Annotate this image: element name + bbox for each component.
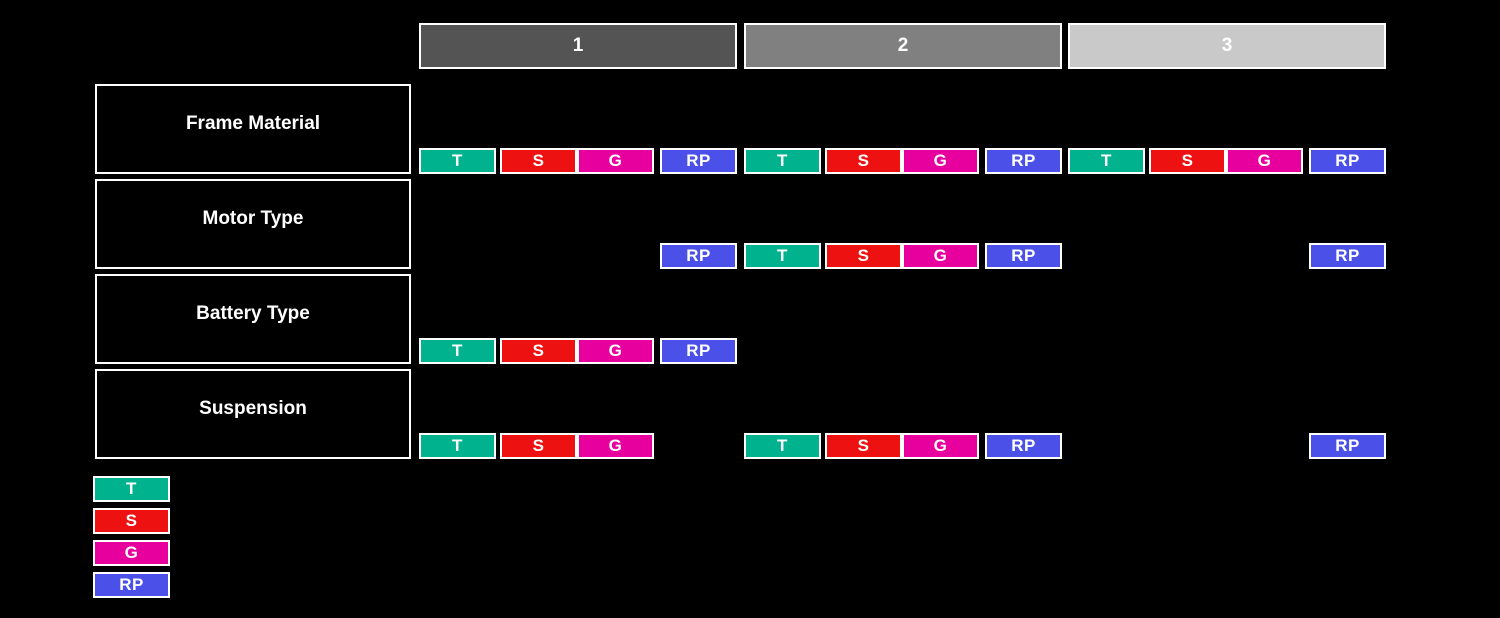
option-badge-S: S	[825, 433, 902, 459]
option-badge-G: G	[577, 433, 654, 459]
option-badge-RP: RP	[985, 433, 1062, 459]
option-badge-T: T	[744, 148, 821, 174]
option-badge-T: T	[744, 243, 821, 269]
column-header-1: 1	[419, 23, 737, 69]
option-badge-S: S	[1149, 148, 1226, 174]
option-badge-RP: RP	[1309, 148, 1386, 174]
option-badge-RP: RP	[660, 243, 737, 269]
option-badge-G: G	[1226, 148, 1303, 174]
option-badge-S: S	[500, 338, 577, 364]
option-badge-T: T	[744, 433, 821, 459]
row-label-frame-material: Frame Material	[95, 84, 411, 174]
option-badge-RP: RP	[1309, 243, 1386, 269]
row-label-battery-type: Battery Type	[95, 274, 411, 364]
option-badge-RP: RP	[985, 148, 1062, 174]
option-badge-S: S	[500, 433, 577, 459]
row-label-motor-type: Motor Type	[95, 179, 411, 269]
option-badge-S: S	[825, 243, 902, 269]
legend-badge-RP: RP	[93, 572, 170, 598]
legend-badge-T: T	[93, 476, 170, 502]
row-label-suspension: Suspension	[95, 369, 411, 459]
column-header-3: 3	[1068, 23, 1386, 69]
option-badge-G: G	[577, 338, 654, 364]
option-badge-RP: RP	[660, 338, 737, 364]
option-badge-S: S	[500, 148, 577, 174]
option-badge-RP: RP	[1309, 433, 1386, 459]
option-badge-RP: RP	[660, 148, 737, 174]
option-badge-T: T	[419, 148, 496, 174]
option-badge-G: G	[902, 243, 979, 269]
option-badge-T: T	[1068, 148, 1145, 174]
option-badge-G: G	[577, 148, 654, 174]
option-badge-T: T	[419, 338, 496, 364]
option-badge-S: S	[825, 148, 902, 174]
legend-badge-S: S	[93, 508, 170, 534]
option-badge-G: G	[902, 148, 979, 174]
legend-badge-G: G	[93, 540, 170, 566]
option-badge-T: T	[419, 433, 496, 459]
option-badge-G: G	[902, 433, 979, 459]
option-badge-RP: RP	[985, 243, 1062, 269]
column-header-2: 2	[744, 23, 1062, 69]
